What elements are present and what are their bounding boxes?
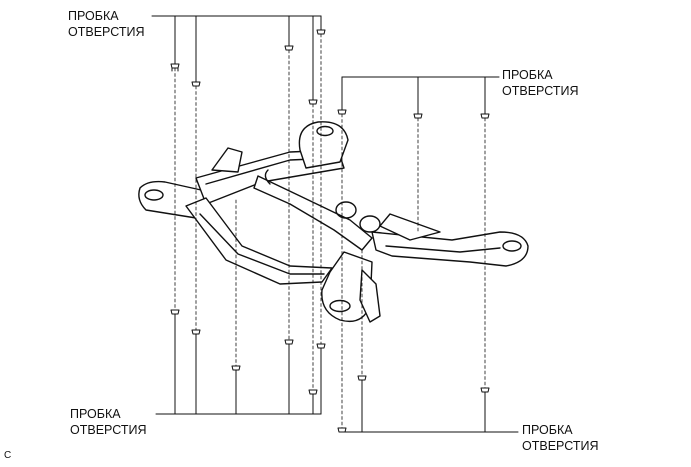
callout-top-left: ПРОБКА ОТВЕРСТИЯ <box>68 8 145 40</box>
hole-plug-markers <box>170 29 490 433</box>
callout-bottom-right-line2: ОТВЕРСТИЯ <box>522 439 599 453</box>
figure-code: C <box>4 450 12 461</box>
callout-top-right-line1: ПРОБКА <box>502 68 553 82</box>
callout-bottom-right: ПРОБКА ОТВЕРСТИЯ <box>522 422 599 454</box>
callout-top-left-line2: ОТВЕРСТИЯ <box>68 25 145 39</box>
callout-bottom-left: ПРОБКА ОТВЕРСТИЯ <box>70 406 147 438</box>
subframe-body <box>138 121 529 323</box>
guide-lines <box>174 33 486 429</box>
callout-top-right-line2: ОТВЕРСТИЯ <box>502 84 579 98</box>
callout-bottom-left-line1: ПРОБКА <box>70 407 121 421</box>
callout-bottom-left-line2: ОТВЕРСТИЯ <box>70 423 147 437</box>
callout-top-right: ПРОБКА ОТВЕРСТИЯ <box>502 67 579 99</box>
leader-lines <box>151 15 519 433</box>
callout-bottom-right-line1: ПРОБКА <box>522 423 573 437</box>
callout-top-left-line1: ПРОБКА <box>68 9 119 23</box>
